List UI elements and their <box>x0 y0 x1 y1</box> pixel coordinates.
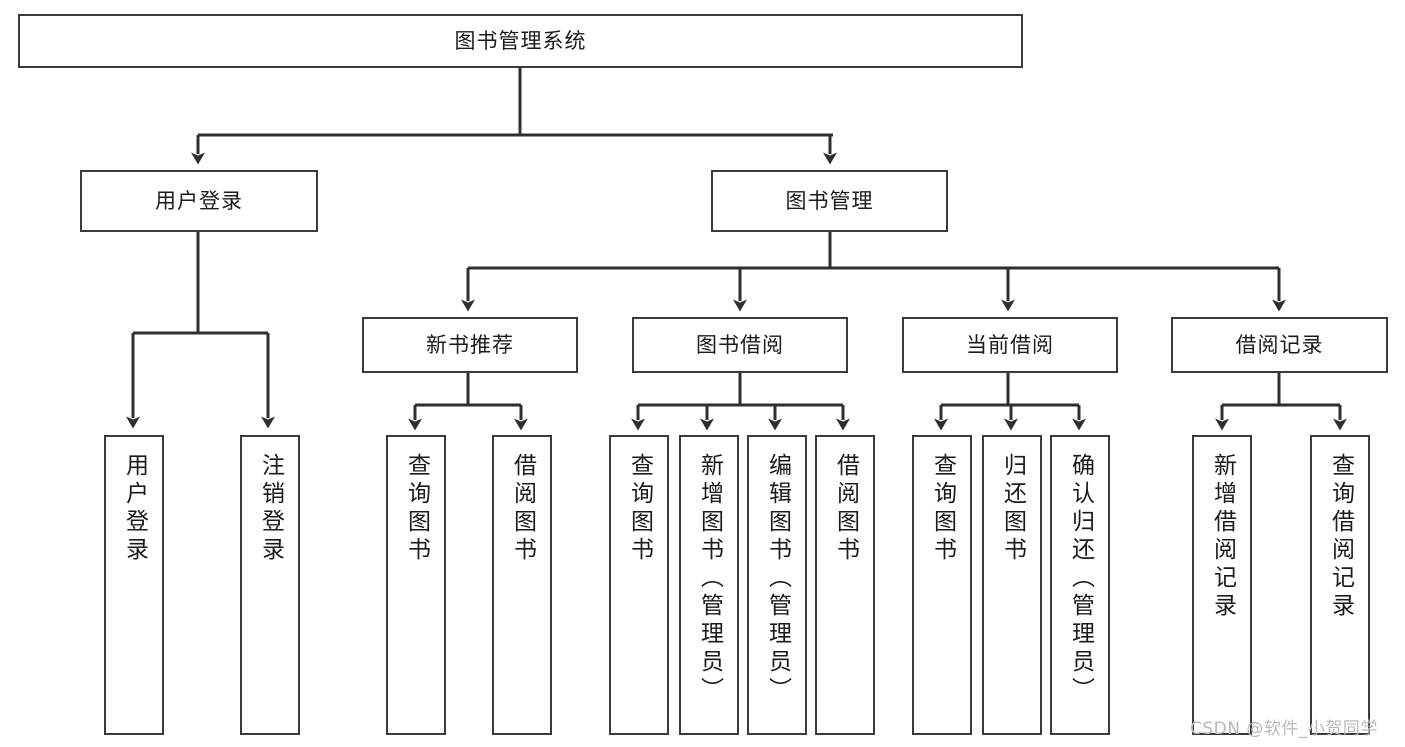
node-root-label: 图书管理系统 <box>454 28 587 53</box>
leaf-logout-login[interactable]: 注销登录 <box>240 435 300 735</box>
leaf-query-book-2-label: 查询图书 <box>626 453 653 565</box>
node-book-borrow-label: 图书借阅 <box>696 332 784 357</box>
node-user-login[interactable]: 用户登录 <box>80 170 318 232</box>
node-current-borrow[interactable]: 当前借阅 <box>902 317 1118 373</box>
leaf-return-book-label: 归还图书 <box>999 453 1026 565</box>
node-current-borrow-label: 当前借阅 <box>966 332 1054 357</box>
leaf-query-book-2[interactable]: 查询图书 <box>609 435 669 735</box>
leaf-user-login[interactable]: 用户登录 <box>104 435 164 735</box>
leaf-borrow-book-1[interactable]: 借阅图书 <box>492 435 552 735</box>
leaf-borrow-book-2-label: 借阅图书 <box>832 453 859 565</box>
leaf-add-record-label: 新增借阅记录 <box>1209 453 1236 621</box>
leaf-confirm-return-label: 确认归还（管理员） <box>1067 453 1094 705</box>
node-user-login-label: 用户登录 <box>155 188 243 213</box>
leaf-query-book-3[interactable]: 查询图书 <box>912 435 972 735</box>
leaf-borrow-book-2[interactable]: 借阅图书 <box>815 435 875 735</box>
watermark: CSDN @软件_小贺同学 <box>1190 719 1378 739</box>
leaf-add-record[interactable]: 新增借阅记录 <box>1192 435 1252 735</box>
leaf-confirm-return[interactable]: 确认归还（管理员） <box>1050 435 1110 735</box>
leaf-add-book[interactable]: 新增图书（管理员） <box>679 435 739 735</box>
node-root[interactable]: 图书管理系统 <box>18 14 1023 68</box>
node-new-book-recommend[interactable]: 新书推荐 <box>362 317 578 373</box>
leaf-add-book-label: 新增图书（管理员） <box>696 453 723 705</box>
node-book-borrow[interactable]: 图书借阅 <box>632 317 848 373</box>
node-borrow-record-label: 借阅记录 <box>1235 332 1324 357</box>
leaf-query-book-1[interactable]: 查询图书 <box>386 435 446 735</box>
leaf-borrow-book-1-label: 借阅图书 <box>509 453 536 565</box>
leaf-query-book-3-label: 查询图书 <box>929 453 956 565</box>
leaf-user-login-label: 用户登录 <box>121 453 148 565</box>
leaf-query-record-label: 查询借阅记录 <box>1327 453 1354 621</box>
node-new-book-recommend-label: 新书推荐 <box>426 332 514 357</box>
node-borrow-record[interactable]: 借阅记录 <box>1171 317 1388 373</box>
leaf-logout-login-label: 注销登录 <box>257 453 284 565</box>
leaf-return-book[interactable]: 归还图书 <box>982 435 1042 735</box>
leaf-query-book-1-label: 查询图书 <box>403 453 430 565</box>
leaf-edit-book[interactable]: 编辑图书（管理员） <box>747 435 807 735</box>
node-book-manage[interactable]: 图书管理 <box>711 170 948 232</box>
leaf-edit-book-label: 编辑图书（管理员） <box>764 453 791 705</box>
leaf-query-record[interactable]: 查询借阅记录 <box>1310 435 1370 735</box>
node-book-manage-label: 图书管理 <box>785 188 874 213</box>
